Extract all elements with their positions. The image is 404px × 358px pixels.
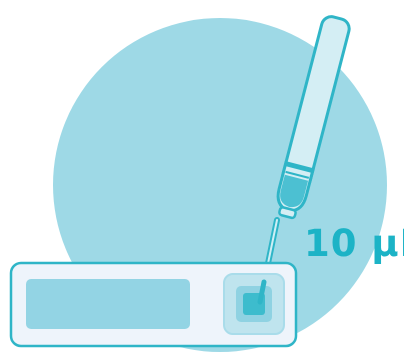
cassette-result-window xyxy=(26,279,190,329)
sample-volume-label: 10 µL xyxy=(304,222,404,266)
test-cassette-icon xyxy=(11,263,296,346)
